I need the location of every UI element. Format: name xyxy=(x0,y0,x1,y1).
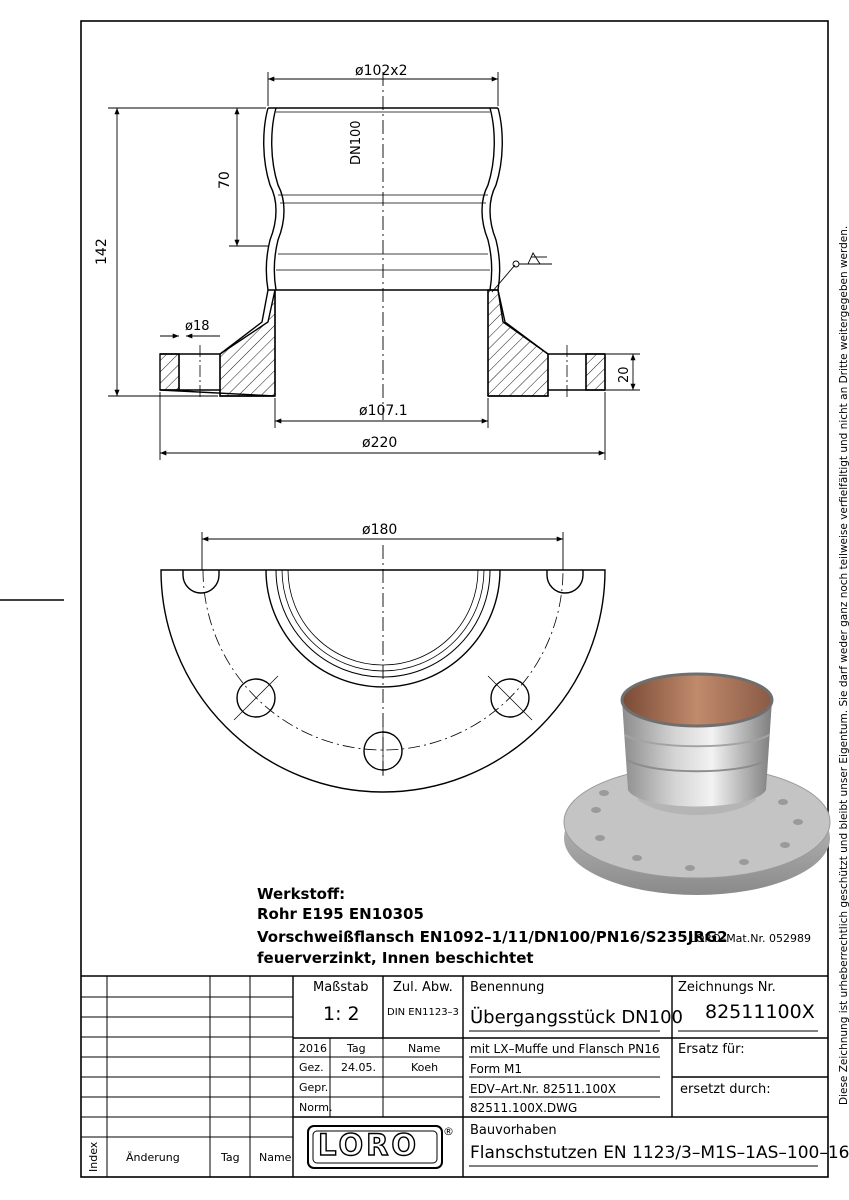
revision-date-label: Tag xyxy=(221,1151,240,1164)
drawn-date: 24.05. xyxy=(341,1061,376,1074)
date-column-label: Tag xyxy=(347,1042,366,1055)
material-line-pipe: Rohr E195 EN10305 xyxy=(257,905,424,923)
height-70-dim: 70 xyxy=(217,171,233,189)
plan-view xyxy=(160,545,606,793)
flange-thickness-dim: 20 xyxy=(617,366,632,383)
loro-logo xyxy=(307,1125,443,1169)
material-number: LORO–Mat.Nr. 052989 xyxy=(690,932,811,945)
flange-hatch-right-outer xyxy=(585,353,606,391)
index-column-label: Index xyxy=(87,1141,100,1172)
scale-value: 1: 2 xyxy=(323,1003,360,1025)
bolt-circle-dim: ø180 xyxy=(362,522,398,538)
tolerance-label: Zul. Abw. xyxy=(393,980,453,995)
flange-hatch-right xyxy=(487,289,549,397)
project-value: Flanschstutzen EN 1123/3–M1S–1AS–100–16 xyxy=(470,1143,849,1163)
description-line-1: mit LX–Muffe und Flansch PN16 xyxy=(470,1042,660,1056)
flange-dia-dim: ø220 xyxy=(362,435,398,451)
flange-hatch-left xyxy=(219,289,276,397)
material-line-flange: Vorschweißflansch EN1092–1/11/DN100/PN16… xyxy=(257,928,728,946)
designation-label: Benennung xyxy=(470,980,545,995)
hole-dia-dim: ø18 xyxy=(185,319,210,334)
title-block xyxy=(81,975,828,1177)
material-line-coating: feuerverzinkt, Innen beschichtet xyxy=(257,949,534,967)
hub-outer xyxy=(265,569,501,688)
drawn-name: Koeh xyxy=(411,1061,439,1074)
bore-dia-dim: ø107.1 xyxy=(359,403,408,419)
tolerance-value: DIN EN1123–3 xyxy=(387,1007,459,1018)
copyright-note: Diese Zeichnung ist urheberrechtlich ges… xyxy=(838,225,849,1105)
drawing-number-value: 82511100X xyxy=(705,1001,815,1023)
description-line-3: EDV–Art.Nr. 82511.100X xyxy=(470,1082,617,1096)
dn-label: DN100 xyxy=(349,120,364,165)
sheet-border xyxy=(80,20,829,1178)
section-view xyxy=(159,72,606,420)
drawing-number-label: Zeichnungs Nr. xyxy=(678,980,776,995)
scale-label: Maßstab xyxy=(313,980,369,995)
checked-label: Gepr. xyxy=(299,1081,329,1094)
name-column-label: Name xyxy=(408,1042,441,1055)
designation-value: Übergangsstück DN100 xyxy=(470,1007,683,1028)
change-column-label: Änderung xyxy=(126,1151,180,1164)
flange-hatch-left-outer xyxy=(159,353,180,391)
description-line-2: Form M1 xyxy=(470,1062,523,1076)
flange-outline xyxy=(160,569,606,793)
revision-name-label: Name xyxy=(259,1151,292,1164)
dimension-lines xyxy=(108,72,640,570)
description-line-4: 82511.100X.DWG xyxy=(470,1101,578,1115)
norm-label: Norm. xyxy=(299,1101,333,1114)
drawn-label: Gez. xyxy=(299,1061,324,1074)
height-142-dim: 142 xyxy=(94,238,110,265)
product-render-image xyxy=(563,672,831,895)
replaces-label: Ersatz für: xyxy=(678,1042,745,1057)
material-heading: Werkstoff: xyxy=(257,885,346,903)
bolt-hole xyxy=(236,678,276,718)
project-label: Bauvorhaben xyxy=(470,1123,557,1138)
pipe-diameter-dim: ø102x2 xyxy=(355,63,408,79)
logo-registered-mark: ® xyxy=(443,1125,454,1138)
year-value: 2016 xyxy=(299,1042,327,1055)
logo-text: LORO xyxy=(317,1128,420,1162)
replaced-by-label: ersetzt durch: xyxy=(680,1082,771,1097)
bolt-hole xyxy=(490,678,530,718)
